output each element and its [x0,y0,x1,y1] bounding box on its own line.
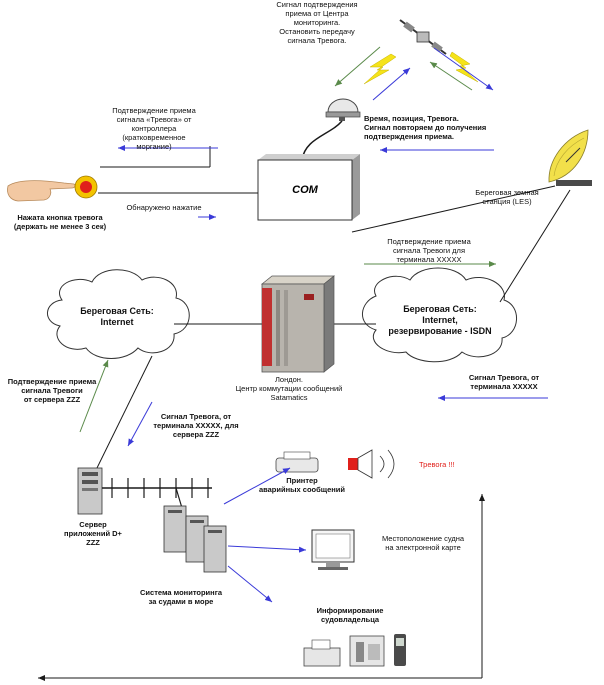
alarm-button-icon [74,175,98,199]
siren-icon [348,449,395,479]
monitoring-label: Система мониторинга за судами в море [140,588,222,606]
les-link [499,189,571,303]
cloud-to-server-line [95,355,153,471]
ship-location-label: Местоположение судна на электронной карт… [381,534,465,552]
press-detected-label: Обнаружено нажатие [126,203,202,212]
printer-label: Принтер аварийных сообщений [258,476,346,494]
fax-icon [303,639,341,667]
phone-icon [349,635,385,667]
signal-arrow [372,67,411,101]
controller-confirm-label: Подтверждение приема сигнала «Тревога» о… [112,106,196,151]
owner-info-label: Информирование судовладельца [316,606,384,624]
lightning-icon [363,53,397,85]
confirm-terminal-label: Подтверждение приема сигнала Тревоги для… [387,237,471,264]
printer-arrow [223,467,291,505]
alarm-terminal-label: Сигнал Тревога, от терминала XXXXX [468,373,540,391]
confirm-server-label: Подтверждение приема сигнала Тревоги от … [7,377,97,404]
satellite-signal-label: Сигнал подтверждения приема от Центра мо… [276,0,358,45]
hand-icon [7,180,76,202]
app-server-label: Сервер приложений D+ ZZZ [64,520,122,547]
confirm-server-arrow [79,359,109,433]
server-tower-icon [261,275,335,373]
com-label: COM [292,184,318,196]
button-pressed-label: Нажата кнопка тревога (держать не менее … [13,213,107,231]
monitor-icon [311,529,355,570]
alarm-server-arrow [127,401,153,447]
satellite-dish-icon [548,129,592,186]
owner-arrow [227,565,273,603]
mobile-phone-icon [394,634,406,666]
signal-arrow [334,46,381,87]
cloud-isdn [362,267,517,363]
lightning-icon [449,51,479,83]
alarm-text: Тревога !!! [419,460,455,469]
antenna-dome-icon [325,98,361,121]
cloud-internet-label: Береговая Сеть: Internet [80,306,154,327]
network-bus [102,478,212,509]
cloud-internet [47,269,190,359]
les-label: Береговая земная станция (LES) [475,188,539,206]
london-label: Лондон. Центр коммутации сообщений Satam… [235,375,343,402]
server-tower-icon [163,505,227,573]
server-tower-icon [77,467,103,515]
signal-arrow [433,47,494,91]
cloud-isdn-label: Береговая Сеть: Internet, резервирование… [388,304,492,336]
map-arrow [227,545,307,553]
com-to-les-line [351,185,556,233]
satellite-icon [399,19,447,55]
signal-arrow [429,61,473,91]
time-position-label: Время, позиция, Тревога. Сигнал повторяе… [364,114,487,141]
alarm-server-label: Сигнал Тревога, от терминала XXXXX, для … [153,412,239,439]
com-box [257,154,360,221]
printer-icon [275,451,319,473]
